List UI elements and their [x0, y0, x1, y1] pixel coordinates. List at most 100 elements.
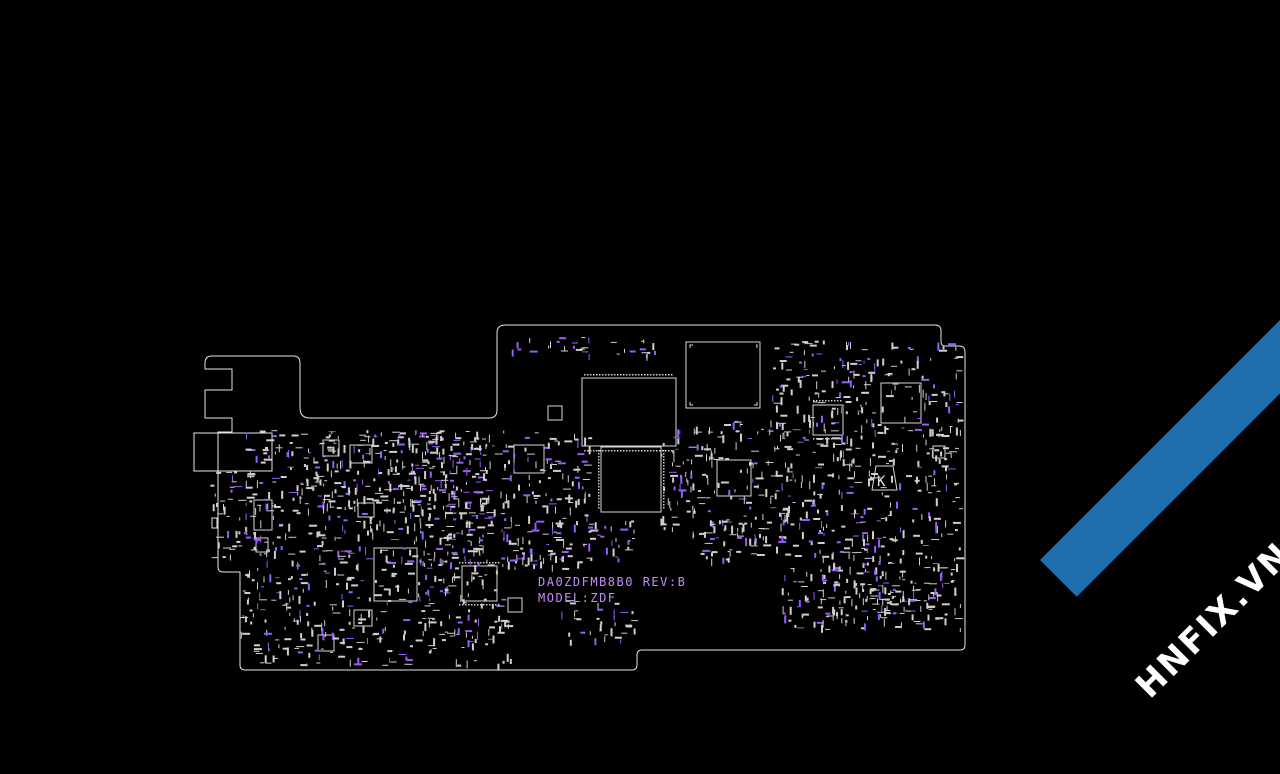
smd-part	[250, 515, 257, 517]
chip-u4[interactable]	[373, 547, 418, 602]
smd-part	[913, 590, 915, 599]
smd-part	[845, 614, 849, 617]
smd-part	[872, 609, 876, 610]
smd-part	[929, 583, 938, 585]
smd-part	[798, 600, 801, 607]
chip-u18[interactable]	[932, 445, 946, 459]
smd-part	[419, 432, 427, 435]
board-part-number: DA0ZDFMB8B0 REV:B	[538, 575, 687, 589]
smd-part	[627, 540, 630, 545]
smd-part	[755, 477, 764, 480]
chip-u16[interactable]	[507, 597, 523, 613]
pin-dot	[668, 374, 670, 376]
chip-u3[interactable]	[685, 341, 761, 409]
smd-part	[477, 476, 484, 479]
smd-part	[422, 561, 424, 567]
smd-part	[941, 567, 949, 569]
smd-part	[339, 628, 345, 631]
smd-part	[826, 524, 828, 529]
smd-part	[812, 421, 814, 427]
smd-part	[522, 552, 525, 555]
smd-part	[786, 471, 793, 473]
chip-u11[interactable]	[253, 499, 273, 531]
smd-part	[931, 429, 934, 437]
chip-u19[interactable]	[255, 537, 269, 553]
smd-part	[945, 484, 947, 492]
smd-part	[891, 342, 894, 350]
smd-part	[428, 645, 435, 647]
smd-part	[823, 581, 826, 584]
smd-part	[856, 572, 864, 575]
chip-u13[interactable]	[357, 502, 375, 518]
smd-part	[288, 578, 291, 581]
smd-part	[478, 618, 479, 626]
smd-part	[288, 553, 296, 555]
chip-u2[interactable]	[600, 446, 662, 513]
smd-part	[509, 475, 512, 482]
smd-part	[625, 549, 633, 551]
smd-part	[610, 628, 613, 637]
pin-dot	[663, 456, 665, 458]
smd-part	[902, 570, 904, 578]
smd-part	[444, 589, 449, 592]
smd-part	[496, 604, 500, 607]
smd-part	[704, 542, 713, 544]
chip-u8[interactable]	[880, 382, 922, 424]
smd-part	[381, 568, 387, 571]
chip-u17[interactable]	[547, 405, 563, 421]
smd-part	[906, 475, 913, 478]
smd-part	[268, 492, 271, 499]
smd-part	[711, 552, 713, 557]
smd-part	[833, 562, 836, 570]
smd-part	[582, 479, 590, 480]
smd-part	[629, 521, 632, 528]
smd-part	[779, 360, 787, 362]
smd-part	[838, 566, 841, 570]
smd-part	[414, 540, 415, 545]
side-connector[interactable]	[193, 432, 273, 472]
chip-u7[interactable]	[812, 404, 844, 436]
smd-part	[911, 589, 920, 591]
smd-part	[471, 575, 473, 583]
smd-part	[439, 558, 442, 565]
smd-part	[543, 558, 545, 564]
pin-dot	[663, 453, 665, 455]
smd-part	[727, 551, 731, 553]
smd-part	[713, 459, 720, 460]
smd-part	[707, 510, 711, 513]
chip-u9[interactable]	[513, 444, 545, 474]
smd-part	[632, 538, 635, 539]
smd-part	[758, 528, 765, 529]
smd-part	[287, 589, 289, 595]
smd-part	[770, 496, 772, 504]
smd-part	[945, 452, 952, 454]
smd-part	[368, 597, 371, 602]
smd-part	[822, 555, 830, 558]
smd-part	[668, 471, 677, 473]
smd-part	[761, 471, 763, 480]
smd-part	[877, 598, 878, 605]
smd-part	[362, 454, 365, 459]
pin-dot	[584, 374, 586, 376]
smd-part	[481, 505, 484, 512]
smd-part	[934, 478, 935, 486]
smd-part	[661, 453, 663, 457]
smd-part	[823, 574, 826, 579]
chip-u6[interactable]	[716, 459, 752, 497]
smd-part	[457, 621, 463, 624]
smd-part	[850, 438, 853, 447]
smd-part	[952, 501, 956, 503]
smd-part	[754, 534, 756, 543]
smd-part	[692, 505, 694, 510]
smd-part	[470, 441, 477, 443]
smd-part	[836, 612, 838, 617]
smd-part	[429, 586, 434, 588]
smd-part	[517, 348, 522, 351]
smd-part	[392, 507, 395, 513]
chip-u1[interactable]	[581, 377, 677, 447]
chip-u15[interactable]	[317, 634, 335, 652]
smd-part	[954, 558, 956, 562]
smd-part	[871, 418, 873, 427]
smd-part	[384, 627, 386, 632]
